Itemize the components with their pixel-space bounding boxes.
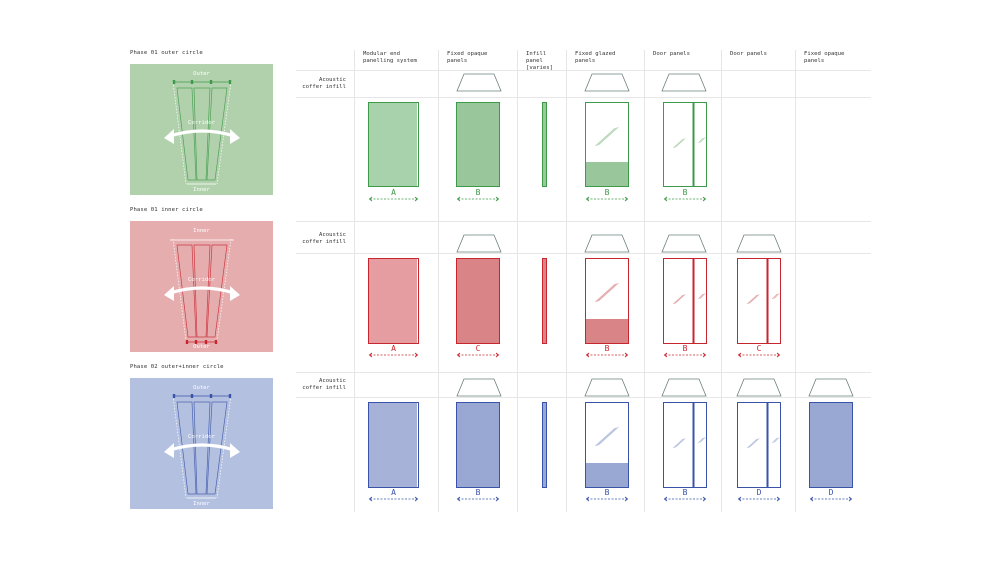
bottom-label: Outer [193,344,210,350]
grid-divider [296,372,871,373]
dimension-arrow: A [368,489,419,503]
acoustic-coffer-icon [661,72,707,92]
top-label: Outer [193,71,210,77]
panel-solid [456,258,500,344]
grid-divider [644,50,645,512]
column-header: Door panels [730,51,768,57]
grid-divider [795,50,796,512]
acoustic-coffer-icon [456,233,502,253]
panel-slatted [368,258,419,344]
panel-door [663,258,707,344]
dimension-label: C [756,344,762,353]
dimension-label: B [682,344,688,353]
panel-door [737,258,781,344]
acoustic-coffer-icon [456,72,502,92]
acoustic-coffer-icon [661,233,707,253]
bottom-label: Inner [193,501,210,507]
panel-door [663,402,707,488]
panel-solid [456,402,500,488]
panel-glazed [585,102,629,187]
panel-door [663,102,707,187]
dimension-label: A [391,344,396,353]
dimension-arrow: B [585,189,629,203]
column-header: Fixed opaque panels [447,51,488,64]
panel-glazed [585,402,629,488]
grid-divider [296,70,871,71]
acoustic-coffer-icon [456,377,502,397]
grid-divider [296,221,871,222]
row-label-acoustic-coffer-infill: Acoustic coffer infill [302,232,346,245]
row-label-acoustic-coffer-infill: Acoustic coffer infill [302,77,346,90]
dimension-label: D [828,488,834,497]
dimension-label: C [475,344,481,353]
column-header: Fixed glazed panels [575,51,616,64]
dimension-arrow: B [585,345,629,359]
panel-solid [809,402,853,488]
grid-divider [296,97,871,98]
phase-title: Phase 01 inner circle [130,207,203,213]
panel-solid [456,102,500,187]
column-header: Modular end panelling system [363,51,417,64]
dimension-label: B [682,188,688,197]
dimension-label: D [756,488,762,497]
top-label: Inner [193,228,210,234]
dimension-label: A [391,488,396,497]
dimension-arrow: B [456,489,500,503]
top-label: Outer [193,385,210,391]
grid-divider [354,50,355,512]
panel-slatted [368,102,419,187]
dimension-arrow: C [737,345,781,359]
dimension-label: B [604,344,610,353]
panel-slatted [368,402,419,488]
panel-infill [542,102,547,187]
dimension-arrow: B [585,489,629,503]
grid-divider [721,50,722,512]
dimension-arrow: D [809,489,853,503]
dimension-arrow: B [663,489,707,503]
row-label-acoustic-coffer-infill: Acoustic coffer infill [302,378,346,391]
corridor-label: Corridor [188,120,216,126]
panel-infill [542,402,547,488]
acoustic-coffer-icon [584,72,630,92]
dimension-arrow: D [737,489,781,503]
column-header: Infill panel [varies] [526,51,553,71]
dimension-label: B [682,488,688,497]
panel-door [737,402,781,488]
dimension-label: B [604,488,610,497]
column-header: Fixed opaque panels [804,51,845,64]
dimension-label: B [475,188,481,197]
dimension-label: B [604,188,610,197]
bottom-label: Inner [193,187,210,193]
corridor-label: Corridor [188,277,216,283]
grid-divider [296,397,871,398]
panel-glazed [585,258,629,344]
dimension-arrow: B [663,189,707,203]
acoustic-coffer-icon [584,233,630,253]
dimension-arrow: B [456,189,500,203]
acoustic-coffer-icon [661,377,707,397]
phase-title: Phase 02 outer+inner circle [130,364,224,370]
dimension-arrow: A [368,345,419,359]
acoustic-coffer-icon [584,377,630,397]
grid-divider [517,50,518,512]
panel-infill [542,258,547,344]
column-header: Door panels [653,51,691,57]
corridor-label: Corridor [188,434,216,440]
grid-divider [566,50,567,512]
phase-title: Phase 01 outer circle [130,50,203,56]
grid-divider [438,50,439,512]
acoustic-coffer-icon [808,377,854,397]
dimension-arrow: C [456,345,500,359]
acoustic-coffer-icon [736,233,782,253]
grid-divider [296,253,871,254]
acoustic-coffer-icon [736,377,782,397]
dimension-arrow: A [368,189,419,203]
dimension-label: B [475,488,481,497]
dimension-label: A [391,188,396,197]
dimension-arrow: B [663,345,707,359]
